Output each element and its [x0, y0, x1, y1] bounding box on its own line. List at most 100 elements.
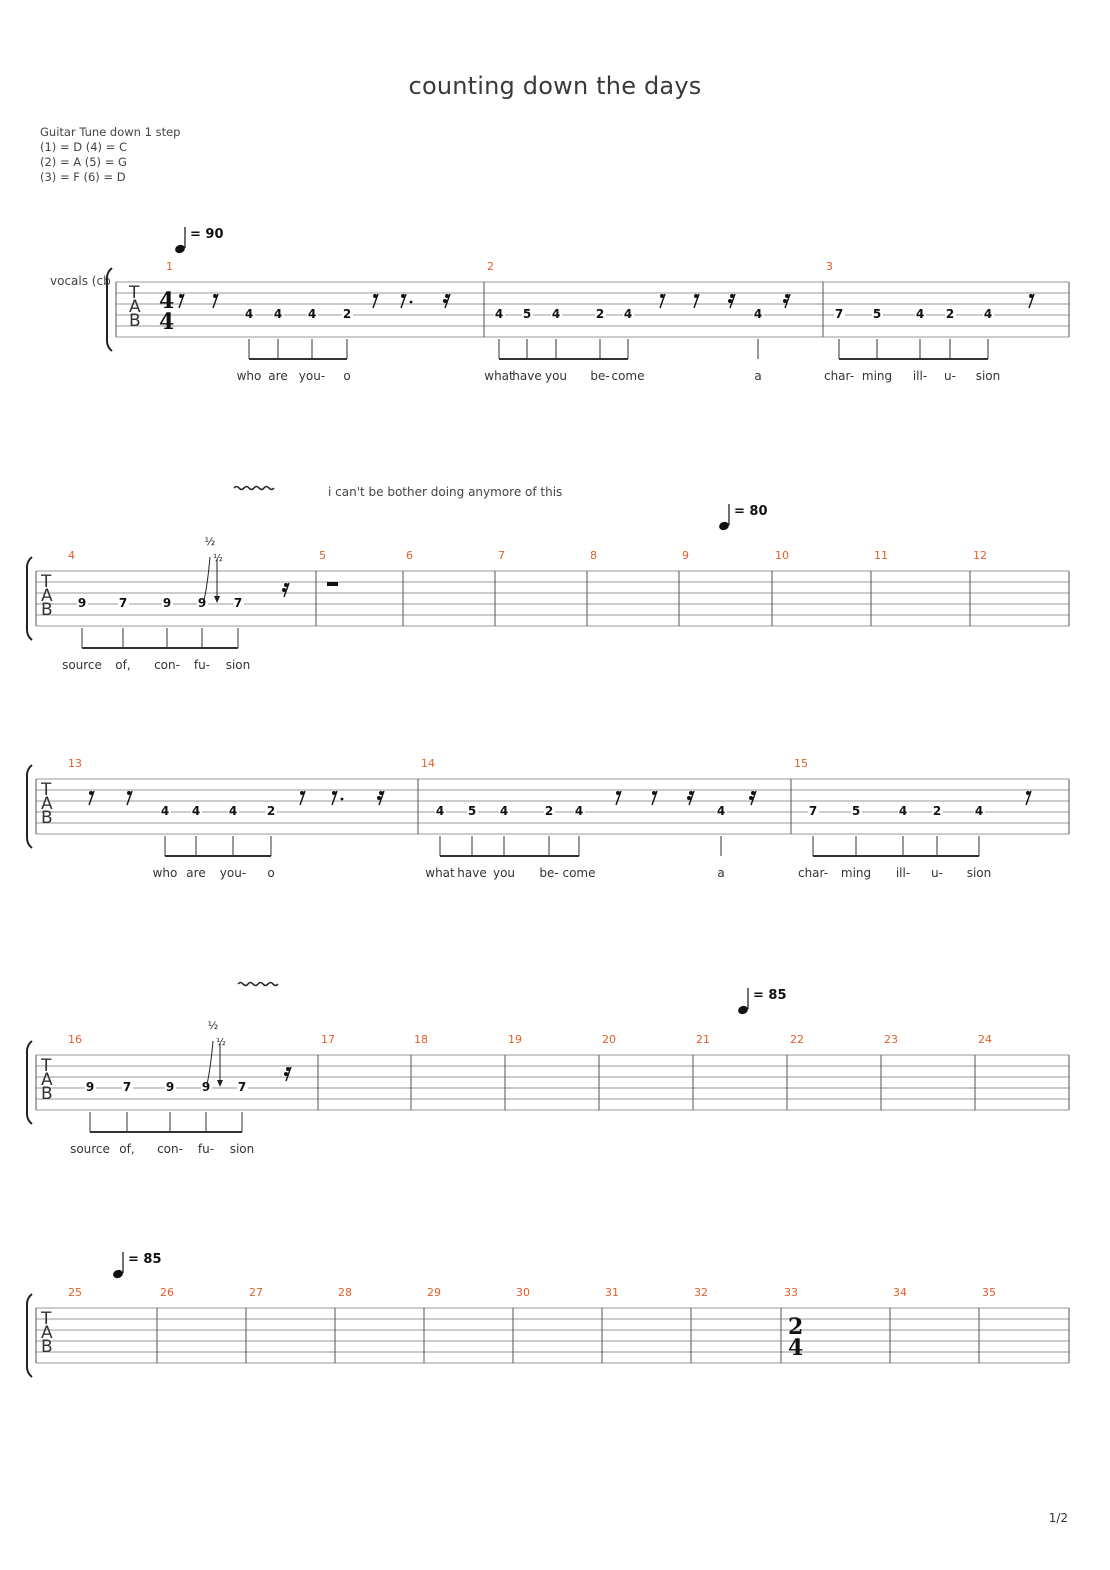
rest-flag — [284, 1072, 288, 1076]
fret-background — [945, 308, 956, 321]
staff-bracket — [26, 1293, 33, 1378]
fret-background — [595, 308, 606, 321]
fret-background — [435, 805, 446, 818]
measure-number: 29 — [427, 1286, 441, 1299]
rest-symbol — [285, 1066, 292, 1082]
measure-number: 31 — [605, 1286, 619, 1299]
rest-flag — [730, 294, 734, 298]
fret-number: 4 — [436, 804, 444, 818]
fret-number: 4 — [624, 307, 632, 321]
rest-symbol — [688, 790, 695, 806]
rest-symbol — [729, 293, 736, 309]
rest-flag — [443, 299, 447, 303]
rest-flag — [1026, 791, 1030, 795]
lyric-syllable: have — [457, 866, 486, 880]
fret-background — [160, 805, 171, 818]
rest-symbol — [1028, 293, 1035, 309]
rest-symbol — [299, 790, 306, 806]
fret-number: 9 — [86, 1080, 94, 1094]
rest-flag — [401, 294, 405, 298]
lyric-syllable: o — [267, 866, 274, 880]
fret-number: 2 — [545, 804, 553, 818]
fret-number: 4 — [984, 307, 992, 321]
fret-background — [228, 805, 239, 818]
fret-background — [834, 308, 845, 321]
lyric-syllable: you — [493, 866, 515, 880]
rest-symbol — [1025, 790, 1032, 806]
tab-clef-letter: T — [40, 1056, 52, 1076]
measure-number: 17 — [321, 1033, 335, 1046]
lyric-syllable: fu- — [194, 658, 210, 672]
fret-number: 7 — [809, 804, 817, 818]
staff-bracket — [26, 1040, 33, 1125]
tempo-marking: = 85 — [753, 988, 787, 1003]
fret-number: 9 — [202, 1080, 210, 1094]
rest-symbol — [659, 293, 666, 309]
fret-number: 7 — [234, 596, 242, 610]
fret-background — [307, 308, 318, 321]
lyric-syllable: char- — [798, 866, 828, 880]
tab-clef-letter: A — [41, 794, 53, 814]
rest-symbol — [750, 790, 757, 806]
fret-number: 2 — [933, 804, 941, 818]
time-signature-top: 2 — [788, 1314, 803, 1340]
bend-amount: ½ — [208, 1019, 219, 1032]
measure-number: 9 — [682, 549, 689, 562]
fret-number: 4 — [552, 307, 560, 321]
lyric-syllable: sion — [967, 866, 992, 880]
fret-background — [191, 805, 202, 818]
measure-number: 23 — [884, 1033, 898, 1046]
measure-number: 24 — [978, 1033, 992, 1046]
lyric-syllable: come — [562, 866, 595, 880]
tuning-header: Guitar Tune down 1 step — [40, 125, 181, 139]
staff-bracket — [26, 556, 33, 641]
rest-flag — [616, 791, 620, 795]
measure-number: 20 — [602, 1033, 616, 1046]
vibrato-icon — [233, 485, 275, 491]
tuning-line: (3) = F (6) = D — [40, 170, 126, 184]
quarter-note-icon — [175, 244, 185, 254]
rest-symbol — [331, 790, 338, 806]
fret-background — [983, 308, 994, 321]
lyric-syllable: con- — [157, 1142, 183, 1156]
rest-symbol — [178, 293, 185, 309]
fret-background — [85, 1081, 96, 1094]
quarter-note-icon — [113, 1269, 123, 1279]
bend-arrow — [203, 556, 211, 602]
tab-clef-letter: B — [41, 1337, 53, 1357]
staff-bracket — [26, 764, 33, 849]
measure-number: 33 — [784, 1286, 798, 1299]
lyric-syllable: ill- — [896, 866, 910, 880]
time-signature-bottom: 4 — [159, 309, 174, 335]
fret-number: 4 — [308, 307, 316, 321]
lyric-syllable: what — [484, 369, 514, 383]
rest-flag — [213, 294, 217, 298]
fret-number: 4 — [274, 307, 282, 321]
fret-number: 4 — [161, 804, 169, 818]
rest-flag — [286, 1067, 290, 1071]
bend-amount: ½ — [213, 552, 223, 564]
measure-number: 19 — [508, 1033, 522, 1046]
rest-flag — [652, 791, 656, 795]
rest-flag — [660, 294, 664, 298]
tab-clef-letter: A — [41, 1070, 53, 1090]
lyric-syllable: ill- — [913, 369, 927, 383]
measure-number: 10 — [775, 549, 789, 562]
tab-clef-letter: B — [41, 1084, 53, 1104]
fret-number: 7 — [119, 596, 127, 610]
rest-symbol — [651, 790, 658, 806]
lyric-syllable: what — [425, 866, 455, 880]
fret-background — [851, 805, 862, 818]
bend-amount: ½ — [205, 535, 216, 548]
measure-number: 34 — [893, 1286, 907, 1299]
fret-number: 9 — [198, 596, 206, 610]
lyric-syllable: o — [343, 369, 350, 383]
rest-flag — [373, 294, 377, 298]
release-arrowhead — [217, 1080, 223, 1087]
measure-number: 2 — [487, 260, 494, 273]
tab-clef-letter: T — [40, 572, 52, 592]
quarter-note-icon — [738, 1005, 748, 1015]
fret-number: 2 — [596, 307, 604, 321]
